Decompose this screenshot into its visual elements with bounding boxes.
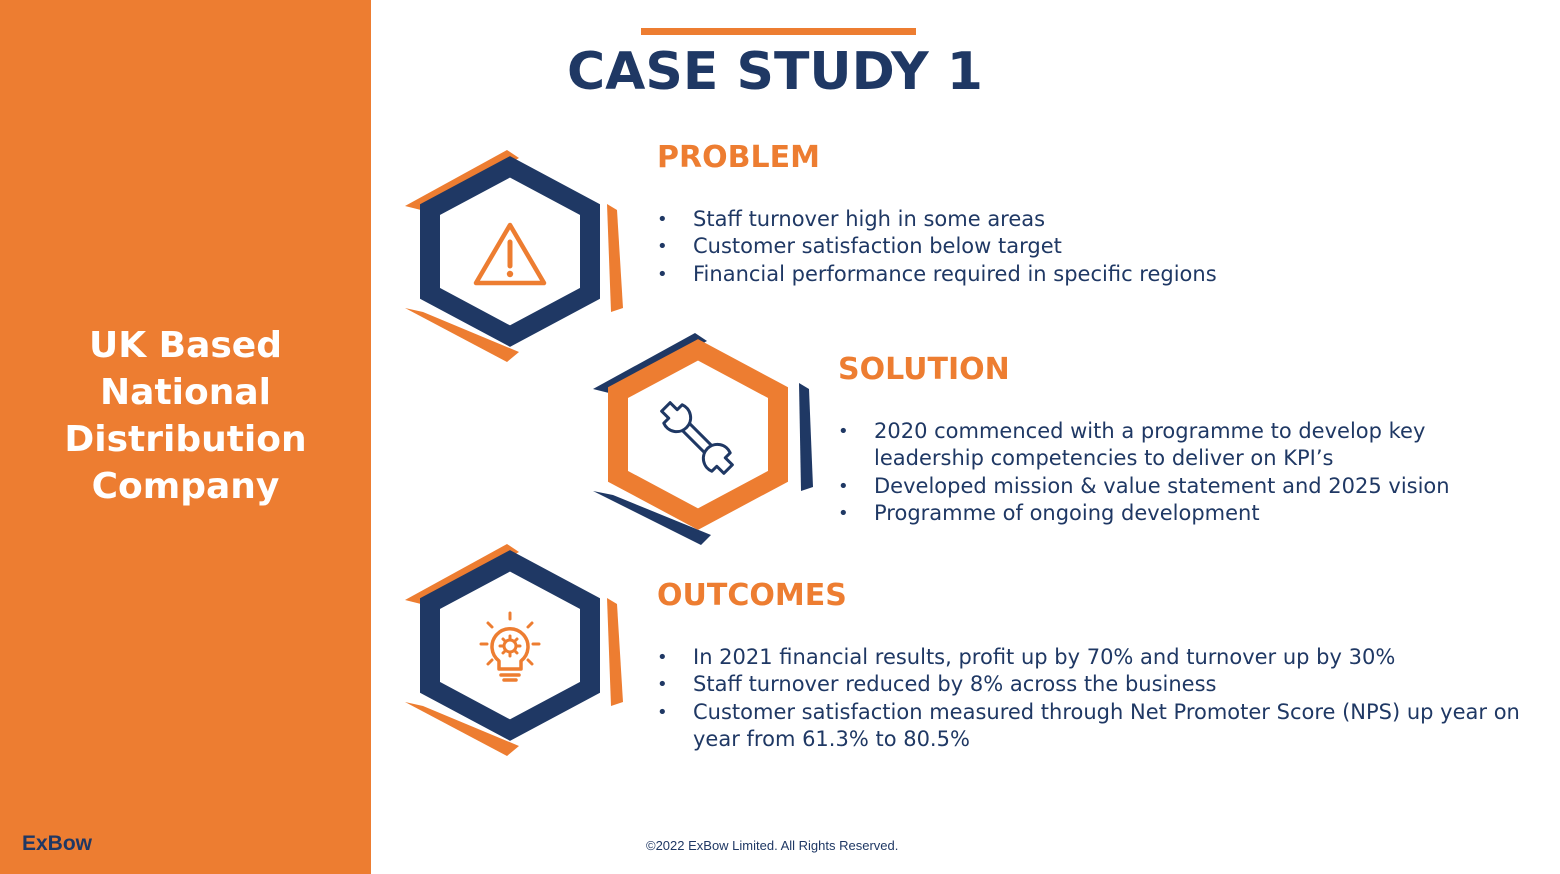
- hexagon-outer-ring: [405, 150, 623, 362]
- hexagon-inner-ring: [420, 156, 600, 347]
- list-item: Developed mission & value statement and …: [838, 473, 1478, 501]
- company-title-line: UK Based: [88, 325, 282, 366]
- page-title: CASE STUDY 1: [567, 42, 983, 102]
- hexagon-outer-ring: [593, 333, 813, 545]
- warning-icon: [473, 222, 547, 286]
- list-item: Customer satisfaction below target: [657, 233, 1457, 261]
- list-item: Staff turnover reduced by 8% across the …: [657, 671, 1532, 699]
- copyright-footer: ©2022 ExBow Limited. All Rights Reserved…: [646, 838, 899, 853]
- outcomes-hexagon: [405, 544, 623, 756]
- list-item: 2020 commenced with a programme to devel…: [838, 418, 1478, 473]
- list-item: In 2021 financial results, profit up by …: [657, 644, 1532, 672]
- exbow-logo: ExBow: [22, 832, 93, 855]
- problem-list: Staff turnover high in some areas Custom…: [657, 206, 1457, 288]
- list-item: Programme of ongoing development: [838, 500, 1478, 528]
- company-title-line: Company: [91, 466, 280, 507]
- company-title: UK Based National Distribution Company: [0, 322, 371, 510]
- list-item: Customer satisfaction measured through N…: [657, 699, 1532, 754]
- title-accent-bar: [641, 28, 916, 35]
- wrench-icon: [660, 401, 734, 475]
- problem-heading: PROBLEM: [657, 140, 820, 175]
- list-item: Financial performance required in specif…: [657, 261, 1457, 289]
- lightbulb-gear-icon: [479, 611, 541, 682]
- problem-hexagon: [405, 150, 623, 362]
- sidebar-panel: UK Based National Distribution Company E…: [0, 0, 371, 874]
- outcomes-heading: OUTCOMES: [657, 578, 847, 613]
- company-title-line: Distribution: [64, 419, 307, 460]
- hexagon-outer-ring: [405, 544, 623, 756]
- list-item: Staff turnover high in some areas: [657, 206, 1457, 234]
- solution-hexagon: [593, 333, 813, 545]
- solution-heading: SOLUTION: [838, 352, 1010, 387]
- hexagon-inner-ring: [420, 550, 600, 741]
- company-title-line: National: [100, 372, 271, 413]
- outcomes-list: In 2021 financial results, profit up by …: [657, 644, 1532, 753]
- hexagon-inner-ring: [608, 339, 788, 530]
- solution-list: 2020 commenced with a programme to devel…: [838, 418, 1478, 527]
